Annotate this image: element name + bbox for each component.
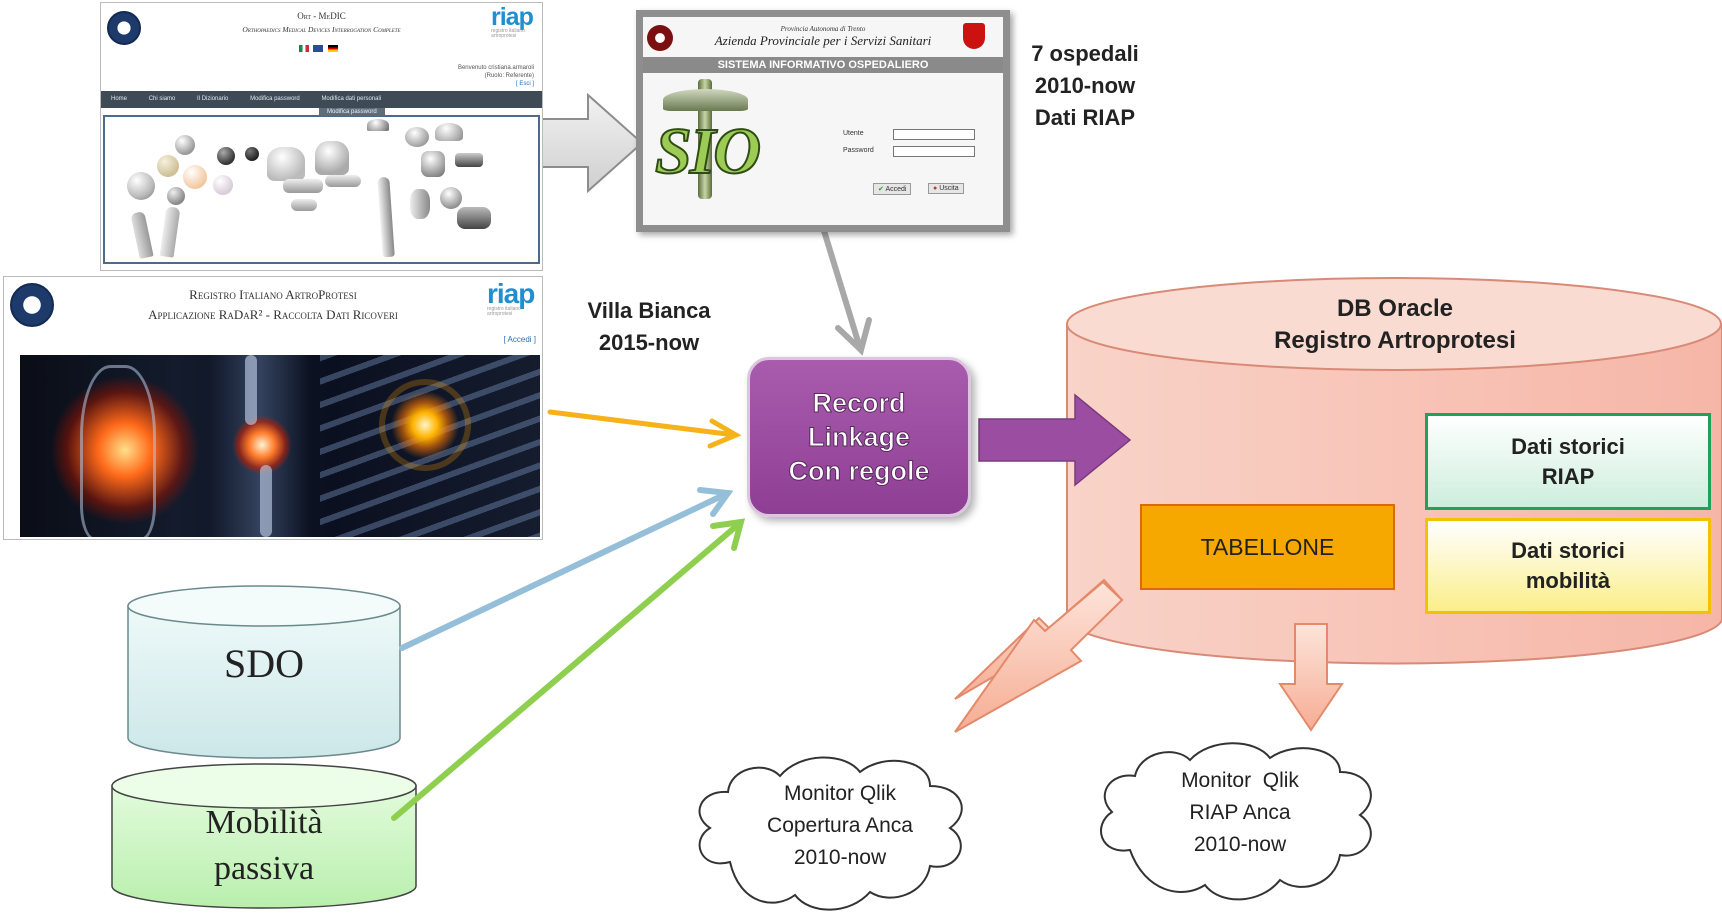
password-input[interactable] xyxy=(893,146,975,157)
cloud-1-label: Monitor Qlik Copertura Anca 2010-now xyxy=(767,782,913,869)
university-seal-icon xyxy=(10,283,54,327)
record-linkage-box: Record Linkage Con regole xyxy=(747,357,971,517)
sio-login-window: Provincia Autonoma di Trento Azienda Pro… xyxy=(636,10,1010,232)
welcome-text: Benvenuto cristiana.armaroli xyxy=(457,65,534,71)
nav-home[interactable]: Home xyxy=(111,96,128,102)
flag-de-icon[interactable] xyxy=(327,45,338,52)
login-button[interactable]: ✔ Accedi xyxy=(873,183,912,195)
sio-logo: SIO xyxy=(654,115,762,188)
sdo-to-linkage-arrow xyxy=(399,487,734,651)
tabellone-box: TABELLONE xyxy=(1140,504,1395,590)
nav-chi-siamo[interactable]: Chi siamo xyxy=(148,96,176,102)
exit-icon: ● xyxy=(933,185,938,192)
radar-subtitle: Applicazione RaDaR² - Raccolta Dati Rico… xyxy=(148,307,398,322)
villa-bianca-label: Villa Bianca 2015-now xyxy=(587,298,711,355)
flag-uk-icon[interactable] xyxy=(313,45,324,52)
flag-it-icon[interactable] xyxy=(299,45,309,52)
mobilita-cylinder xyxy=(111,763,417,909)
ortmedic-navbar: Home Chi siamo Il Dizionario Modifica pa… xyxy=(101,91,542,108)
riap-logo: riap registro italiano artroprotesi xyxy=(491,3,534,39)
cloud-2 xyxy=(1100,742,1372,901)
mobilita-label: Mobilità passiva xyxy=(205,804,323,887)
check-icon: ✔ xyxy=(878,186,884,193)
trento-emblem-icon xyxy=(647,25,673,51)
radar-login-link[interactable]: [ Accedi ] xyxy=(503,335,536,344)
sio-to-linkage-arrow xyxy=(818,218,872,356)
riap-logo: riap registro italiano artroprotesi xyxy=(487,278,535,317)
sio-banner: SISTEMA INFORMATIVO OSPEDALIERO xyxy=(643,57,1003,73)
exit-link[interactable]: [ Esci ] xyxy=(515,81,534,87)
sdo-label: SDO xyxy=(223,641,305,686)
dati-storici-mobilita-box: Dati storici mobilità xyxy=(1425,518,1711,614)
dati-storici-riap-box: Dati storici RIAP xyxy=(1425,413,1711,510)
password-label: Password xyxy=(843,147,874,154)
sio-source-label: 7 ospedali 2010-now Dati RIAP xyxy=(1031,41,1139,130)
exit-button[interactable]: ● Uscita xyxy=(928,183,964,194)
joints-xray-image xyxy=(20,355,540,537)
user-label: Utente xyxy=(843,130,864,137)
db-oracle-title: DB Oracle Registro Artroprotesi xyxy=(1274,295,1516,354)
nav-dizionario[interactable]: Il Dizionario xyxy=(197,96,229,102)
role-text: (Ruolo: Referente) xyxy=(484,73,534,79)
db-to-cloud1-arrow xyxy=(954,578,1124,733)
sdo-cylinder xyxy=(127,585,401,759)
caduceus-wings-icon xyxy=(663,89,748,111)
university-seal-icon xyxy=(107,11,141,45)
submenu-modifica-password[interactable]: Modifica password xyxy=(319,108,385,116)
ortmedic-screenshot: Ort - MeDIC Orthopaedics Medical Devices… xyxy=(100,2,543,271)
cloud-1 xyxy=(698,756,963,911)
implants-image xyxy=(103,115,540,264)
radar-title: Registro Italiano ArtroProtesi xyxy=(189,287,357,302)
sio-header-small: Provincia Autonoma di Trento xyxy=(780,25,866,33)
nav-modifica-password[interactable]: Modifica password xyxy=(250,96,300,102)
mobilita-to-linkage-arrow xyxy=(391,518,746,821)
cloud-2-label: Monitor Qlik RIAP Anca 2010-now xyxy=(1181,769,1299,856)
linkage-to-db-arrow xyxy=(978,393,1132,487)
ortmedic-subtitle: Orthopaedics Medical Devices Interrogati… xyxy=(242,25,401,34)
radar-screenshot: Registro Italiano ArtroProtesi Applicazi… xyxy=(3,276,543,540)
radar-to-linkage-arrow xyxy=(547,409,742,449)
nav-modifica-dati[interactable]: Modifica dati personali xyxy=(321,96,382,102)
shield-emblem-icon xyxy=(963,23,985,49)
sio-header: Azienda Provinciale per i Servizi Sanita… xyxy=(714,33,932,48)
user-input[interactable] xyxy=(893,129,975,140)
language-flags xyxy=(299,39,339,52)
db-to-cloud2-arrow xyxy=(1278,623,1344,732)
ortmedic-title: Ort - MeDIC xyxy=(297,11,346,21)
